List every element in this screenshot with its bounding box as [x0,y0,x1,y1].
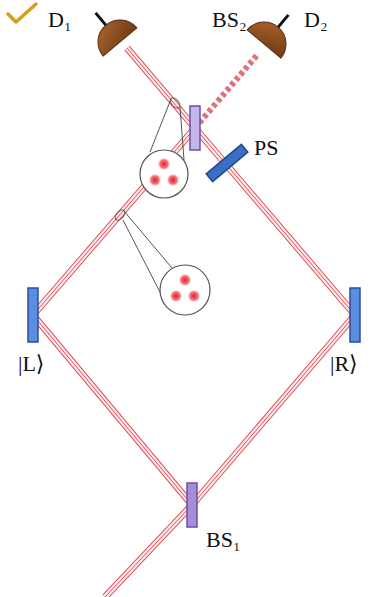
mirror-left [28,288,38,342]
detector-2 [247,1,305,58]
mirror-right [350,288,360,342]
beam-splitter-label: BS₂ [212,8,247,32]
check-mark [8,4,36,22]
dashed-beam [195,54,258,128]
magnified-inset [113,208,210,315]
laser-beam [33,48,355,597]
beam-splitter-2 [190,106,200,150]
phase-shifter-label: PS [254,136,278,160]
beam-splitter-label: BS₁ [206,528,241,552]
beam-splitter-1 [187,483,197,527]
phase-shifter [206,144,248,181]
state-label: |L⟩ [18,352,44,376]
detector-label: D₁ [48,8,72,32]
state-label: |R⟩ [330,352,358,376]
detector-1 [79,0,137,56]
magnified-inset [140,96,188,198]
detector-label: D₂ [304,8,328,32]
